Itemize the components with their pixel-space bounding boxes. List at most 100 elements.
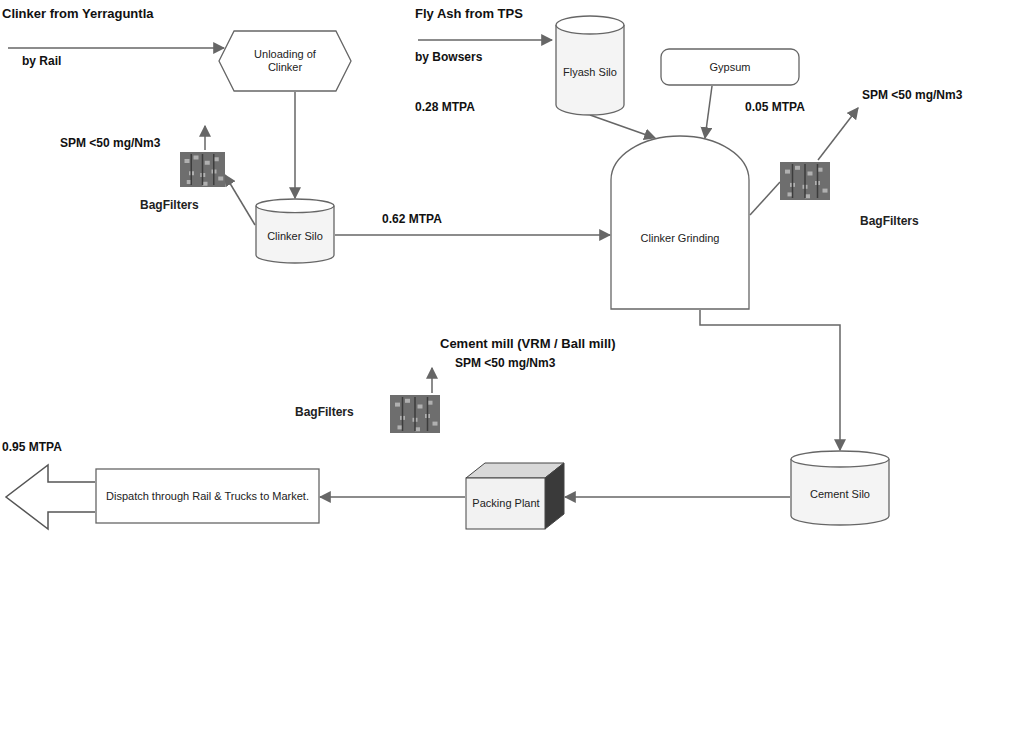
emission-label: SPM <50 mg/Nm3 <box>455 356 555 370</box>
node-text: Clinker Silo <box>267 230 323 243</box>
cylinder-top <box>556 16 624 34</box>
node-body: Packing Plant <box>469 480 543 526</box>
cube-front <box>466 478 545 529</box>
filter-texture <box>218 177 223 181</box>
silo-cylinder-outline <box>555 15 625 115</box>
flow-connector <box>294 92 296 198</box>
bag-filter-outline <box>780 162 830 200</box>
rail-input-arrow <box>8 47 224 49</box>
flow-connector <box>700 310 840 450</box>
flow-rate-label: 0.05 MTPA <box>745 100 805 114</box>
cylinder-body <box>256 206 334 263</box>
source-label: Fly Ash from TPS <box>415 6 523 21</box>
filter-texture <box>427 397 429 431</box>
emission-label: SPM <50 mg/Nm3 <box>862 88 962 102</box>
flow-connector <box>335 234 610 236</box>
flow-connector <box>320 496 465 498</box>
packing-cube-outline <box>465 462 565 530</box>
box-outline <box>96 469 319 523</box>
filter-label: BagFilters <box>140 198 199 212</box>
flow-rate-label: 0.95 MTPA <box>2 440 62 454</box>
bag-filter-outline <box>180 152 225 187</box>
rounded-box <box>661 49 799 85</box>
filter-texture <box>414 397 416 431</box>
cylinder-top <box>791 451 889 467</box>
emission-arrow <box>204 126 206 150</box>
cube-side <box>545 463 564 529</box>
filter-texture <box>433 422 438 426</box>
cylinder-top <box>256 199 334 213</box>
flow-connector <box>590 115 655 138</box>
filter-texture <box>795 166 800 170</box>
emission-label: SPM <50 mg/Nm3 <box>60 136 160 150</box>
arch-outline <box>611 136 749 309</box>
filter-texture <box>405 399 410 403</box>
grinding-mill-outline <box>610 135 750 310</box>
filter-texture <box>205 161 210 165</box>
cylinder-body <box>791 459 889 525</box>
flow-connector <box>705 86 712 138</box>
node-body: Cement Silo <box>794 468 886 521</box>
flow-connector <box>750 182 780 215</box>
filter-texture <box>194 156 199 160</box>
node-body: Dispatch through Rail & Trucks to Market… <box>103 472 312 520</box>
emission-arrow <box>431 368 433 393</box>
transport-label: by Bowsers <box>415 50 482 64</box>
node-body: Gypsum <box>668 52 792 82</box>
filter-texture <box>792 164 794 198</box>
filter-image <box>180 152 225 187</box>
filter-texture <box>785 170 790 174</box>
filter-texture <box>804 164 806 198</box>
node-text: Clinker Grinding <box>641 232 720 245</box>
node-text: Cement Silo <box>810 488 870 501</box>
filter-texture <box>185 159 190 163</box>
flow-connector <box>565 496 790 498</box>
bag-filter: BagFilters <box>780 162 830 200</box>
node-body: Flyash Silo <box>559 35 621 109</box>
bag-filter: BagFilters <box>390 395 440 433</box>
gypsum-box: Gypsum <box>660 48 800 86</box>
node-text: Gypsum <box>710 61 751 74</box>
bowser-input-arrow <box>418 39 552 41</box>
filter-image <box>390 395 440 433</box>
filter-label: BagFilters <box>295 405 354 419</box>
filter-texture <box>395 403 400 407</box>
filter-texture <box>202 154 204 185</box>
silo-cylinder: Clinker Silo <box>255 198 335 263</box>
filter-texture <box>402 397 404 431</box>
filter-texture <box>808 172 813 176</box>
filter-texture <box>191 154 193 185</box>
node-text: Unloading of Clinker <box>240 48 330 73</box>
filter-texture <box>823 189 828 193</box>
flow-rate-label: 0.28 MTPA <box>415 100 475 114</box>
hexagon-outline <box>219 31 351 91</box>
silo-cylinder: Cement Silo <box>790 450 890 525</box>
node-body: Clinker Grinding <box>618 175 742 302</box>
transport-label: by Rail <box>22 54 61 68</box>
dispatch-box: Dispatch through Rail & Trucks to Market… <box>95 468 320 524</box>
cylinder-body <box>556 25 624 115</box>
filter-texture <box>418 405 423 409</box>
grinding-mill: Clinker Grinding <box>610 135 750 310</box>
bag-filter: BagFilters <box>180 152 225 187</box>
flow-rate-label: 0.62 MTPA <box>380 212 444 226</box>
unloading-hexagon: Unloading of Clinker <box>218 30 352 92</box>
node-body: Unloading of Clinker <box>240 34 330 88</box>
node-text: Packing Plant <box>472 497 539 510</box>
node-text: Dispatch through Rail & Trucks to Market… <box>106 490 309 503</box>
flow-connector <box>225 175 255 225</box>
filter-label: BagFilters <box>860 214 919 228</box>
bag-filter-outline <box>390 395 440 433</box>
silo-cylinder: Flyash Silo <box>555 15 625 115</box>
silo-cylinder-outline <box>790 450 890 525</box>
packing-cube: Packing Plant <box>465 462 565 530</box>
node-body: Clinker Silo <box>259 214 331 259</box>
emission-arrow <box>818 108 858 160</box>
node-text: Flyash Silo <box>563 66 617 79</box>
dispatch-hollow-arrow <box>6 465 95 529</box>
filter-image <box>780 162 830 200</box>
filter-texture <box>817 164 819 198</box>
source-label: Clinker from Yerraguntla <box>2 6 153 21</box>
equipment-label: Cement mill (VRM / Ball mill) <box>440 336 616 351</box>
